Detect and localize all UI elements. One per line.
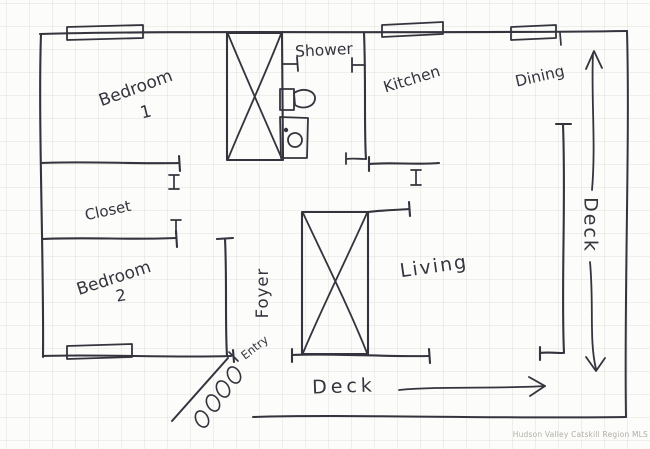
shower-stall-x-box-icon xyxy=(225,31,285,162)
deck-label-bottom: Deck xyxy=(311,374,377,399)
entry-steps-icon xyxy=(194,366,242,428)
exterior-walls xyxy=(38,29,629,364)
window-icon xyxy=(510,24,557,41)
deck-arrow-up-icon xyxy=(585,50,603,191)
deck-label-right: Deck xyxy=(579,197,602,253)
living-x-box-icon xyxy=(300,210,370,356)
toilet-icon xyxy=(279,88,316,111)
room-label-shower: Shower xyxy=(294,39,354,61)
window-icon xyxy=(381,21,444,38)
sink-icon xyxy=(279,116,309,159)
entry-stair-line xyxy=(171,357,229,422)
window-icon xyxy=(66,24,144,41)
room-label-foyer: Foyer xyxy=(252,267,272,319)
deck-edges xyxy=(252,30,629,419)
mls-watermark: Hudson Valley Catskill Region MLS xyxy=(512,430,648,439)
interior-walls xyxy=(39,31,573,365)
deck-arrow-down-icon xyxy=(585,261,606,372)
deck-arrow-right-icon xyxy=(398,376,546,397)
window-icon xyxy=(66,343,133,360)
